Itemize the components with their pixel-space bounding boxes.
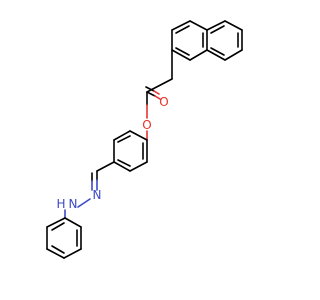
bond [206, 20, 226, 31]
double-bond [51, 222, 65, 231]
double-bond [117, 135, 131, 143]
double-bond [210, 47, 225, 56]
bond [129, 130, 148, 141]
bond [224, 20, 243, 31]
double-bond [51, 245, 65, 254]
molecule-structure: O O N N H [46, 20, 243, 259]
bond [224, 49, 243, 61]
carbonyl-oxygen-label: O [159, 95, 168, 109]
bond [129, 161, 148, 172]
phenyl-ring [46, 217, 82, 259]
carbonyl-bond [146, 91, 156, 97]
double-bond [175, 25, 190, 34]
hydrazine-bond [77, 198, 91, 208]
bond [189, 49, 208, 61]
double-bond [117, 159, 131, 167]
bond [113, 161, 131, 172]
bond [206, 49, 226, 61]
double-bond [210, 25, 225, 34]
bond [46, 217, 66, 228]
carbonyl-bond [154, 95, 161, 100]
ester-oxygen-label: O [142, 118, 151, 132]
naphthalene-group [171, 20, 243, 61]
carbonyl-bond [145, 86, 155, 92]
amine-nitrogen-label: N [69, 197, 78, 211]
bond [96, 161, 115, 172]
bond [113, 130, 131, 141]
phenylene-ring [113, 130, 148, 172]
carbonyl-bond [153, 90, 160, 95]
amine-hydrogen-label: H [56, 197, 65, 211]
bond [189, 20, 208, 31]
bond [46, 248, 65, 259]
imine-nitrogen-label: N [93, 188, 102, 202]
bond [171, 49, 191, 61]
bond [64, 217, 82, 228]
bond [171, 20, 191, 31]
double-bond [175, 47, 190, 56]
bond [63, 248, 82, 259]
